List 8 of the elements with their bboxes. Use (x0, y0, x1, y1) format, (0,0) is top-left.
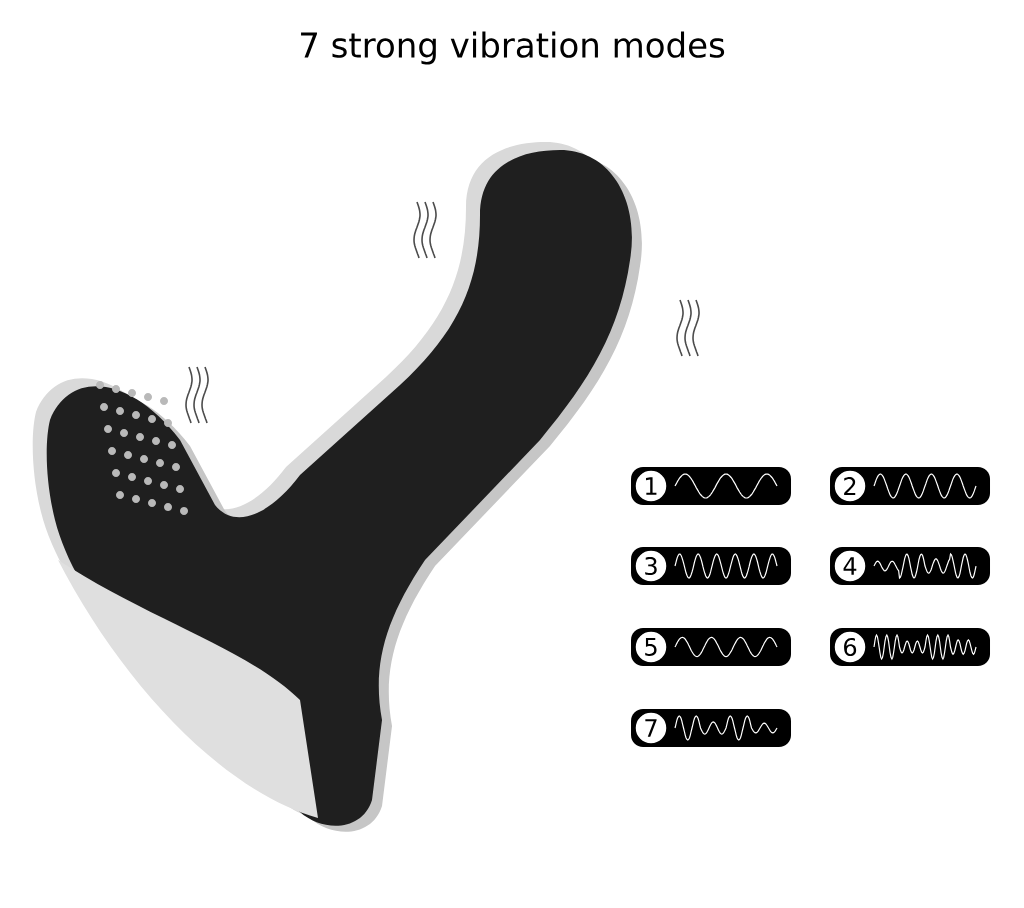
mode-badge: 3 (631, 547, 791, 585)
mode-badge: 5 (631, 628, 791, 666)
mode-badge: 7 (631, 709, 791, 747)
mode-badge: 4 (830, 547, 990, 585)
mode-badge: 6 (830, 628, 990, 666)
title: 7 strong vibration modes (301, 31, 725, 65)
mode-badge: 1 (631, 467, 791, 505)
mode-badge: 2 (830, 467, 990, 505)
